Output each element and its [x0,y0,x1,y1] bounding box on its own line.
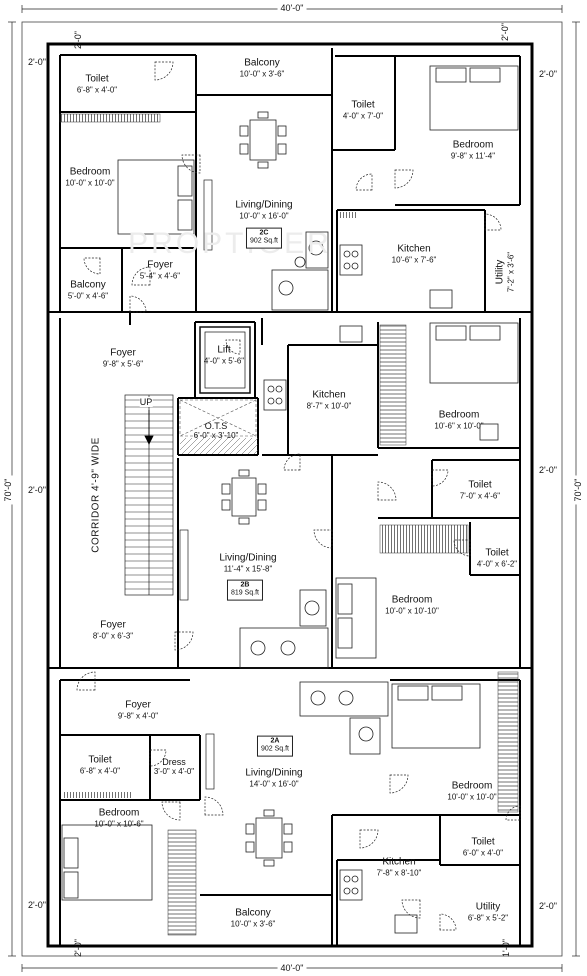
door-swing [76,671,96,691]
door-swing [83,257,101,275]
dim-setback-right-top: 2'-0" [539,69,557,79]
door-swing [505,805,521,821]
door-swing [355,173,373,191]
door-swing [431,469,449,487]
door-swing [283,453,301,471]
door-swing [225,339,241,355]
dim-setback-top-right: 2'-0" [500,23,510,41]
door-swing [204,796,224,816]
dim-bottom-total: 40'-0" [277,963,307,973]
watermark: PROPTIGER [128,227,332,260]
dim-setback-bottom-left: 2'-0" [73,939,83,957]
dim-setback-left-mid: 2'-0" [28,485,46,495]
dim-setback-left-bottom: 2'-0" [28,900,46,910]
door-swing [453,539,471,557]
dim-setback-top-left: 2'-0" [73,31,83,49]
dim-right-total: 70'-0" [573,475,583,505]
door-swing [174,631,194,651]
door-swing [181,154,201,174]
door-swing [154,61,174,81]
plot-boundary [21,21,563,957]
door-swing [484,213,502,231]
dim-setback-right-bottom: 2'-0" [539,901,557,911]
dining-tables [221,111,293,867]
door-swing [359,829,379,849]
door-swing [401,899,421,919]
dim-bottom-small: 1'-0" [501,939,511,957]
cabinets [179,179,215,790]
door-swing [161,801,181,821]
door-swing [131,266,151,286]
sofas [239,231,389,755]
beds [61,65,519,901]
stair-arrow [144,410,154,445]
dim-setback-left-top: 2'-0" [28,57,46,67]
hatched-panels [59,113,519,936]
dim-left-total: 70'-0" [3,475,13,505]
door-swing [439,913,457,931]
lift-shaft [199,326,251,394]
dim-setback-right-mid: 2'-0" [539,465,557,475]
door-swing [129,295,147,313]
stair-up-label: UP [139,397,153,407]
door-swing [377,481,397,501]
door-swing [394,169,414,189]
door-swing [389,774,409,794]
kitchen-counters [263,244,499,934]
outer-walls [46,42,534,948]
door-swing [313,529,333,549]
dim-top-total: 40'-0" [277,3,307,13]
corridor-label: CORRIDOR 4'-9" WIDE [90,437,102,553]
door-swing [149,749,167,767]
